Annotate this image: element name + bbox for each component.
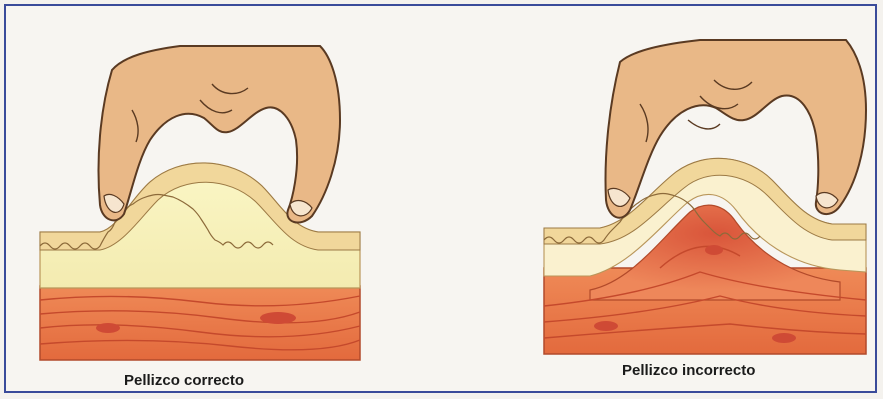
right-caption: Pellizco incorrecto — [622, 362, 755, 379]
right-vessel-1 — [594, 321, 618, 331]
left-vessel-2 — [260, 312, 296, 324]
left-vessel-1 — [96, 323, 120, 333]
right-panel — [544, 40, 866, 354]
right-vessel-3 — [772, 333, 796, 343]
left-panel — [40, 46, 360, 360]
right-vessel-2 — [705, 245, 723, 255]
left-caption: Pellizco correcto — [124, 372, 244, 389]
